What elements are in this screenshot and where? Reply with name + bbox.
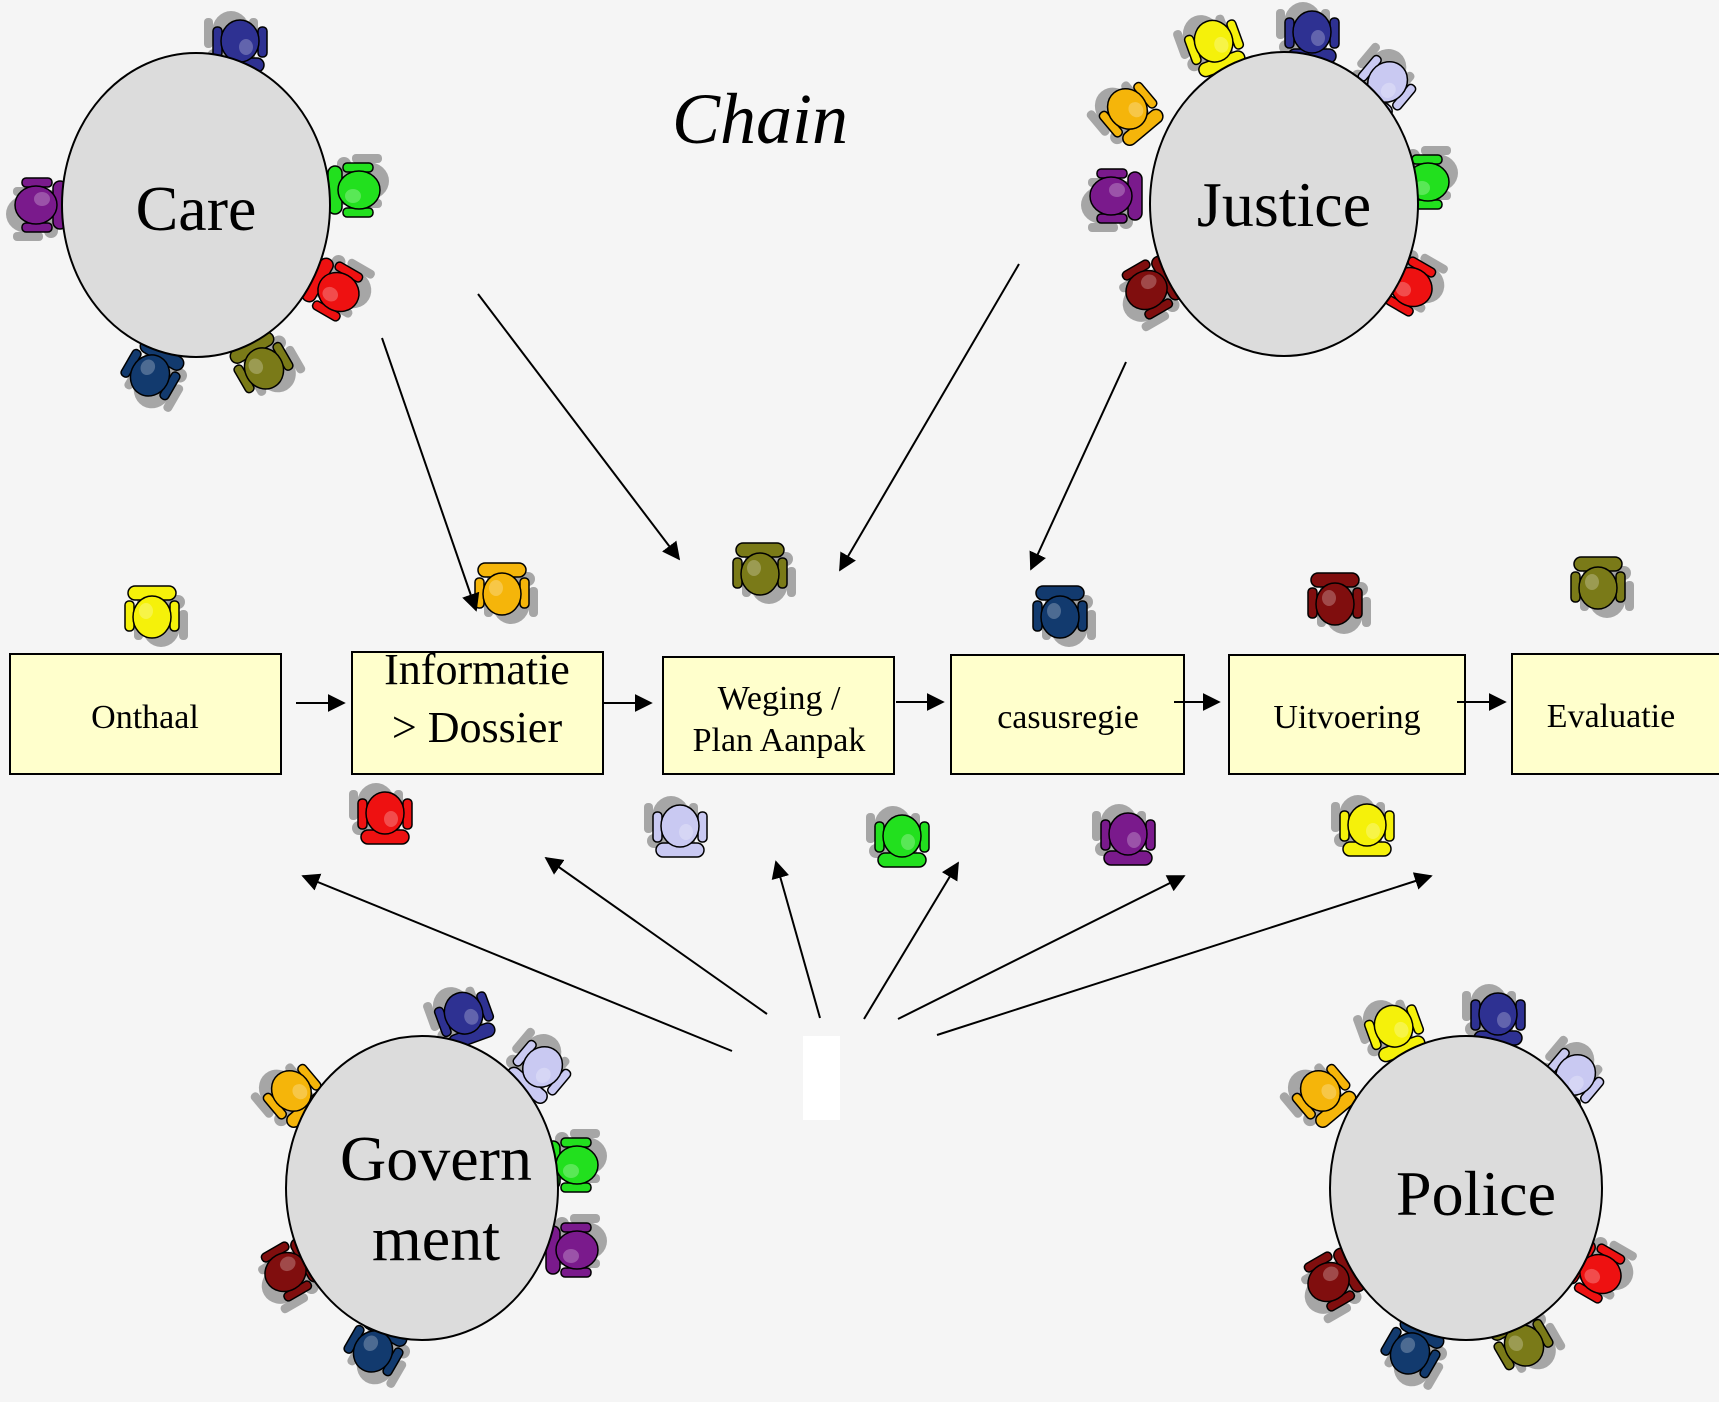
fan-arrow-uitvoering xyxy=(897,875,1186,1020)
chair-icon xyxy=(474,562,538,624)
chairs-layer xyxy=(6,2,1637,1390)
influence-arrow-care-weging xyxy=(477,293,681,561)
table-justice-label: Justice xyxy=(1197,169,1371,240)
step-informatie-dossier: Informatie > Dossier xyxy=(351,645,604,775)
chair-icon xyxy=(229,331,306,396)
chair-icon xyxy=(866,806,930,868)
chair-icon xyxy=(301,254,375,322)
chair-icon xyxy=(6,177,68,241)
chair-icon xyxy=(545,1214,607,1278)
influence-arrow-care-informatie xyxy=(381,337,480,612)
table-government-label-line1: Govern xyxy=(340,1123,532,1194)
step-uitvoering: Uitvoering xyxy=(1228,654,1466,775)
hub-node xyxy=(803,1036,840,1120)
chair-icon xyxy=(1173,14,1246,78)
chair-icon xyxy=(1092,804,1156,866)
fan-arrow-informatie xyxy=(544,856,768,1015)
chair-icon xyxy=(1396,146,1458,210)
chair-icon xyxy=(1119,255,1184,332)
chair-icon xyxy=(1086,81,1164,146)
table-police: Police xyxy=(1329,1035,1603,1341)
chair-icon xyxy=(1331,795,1395,857)
diagram-title: Chain xyxy=(672,79,848,159)
chair-icon xyxy=(1276,2,1340,64)
step-onthaal: Onthaal xyxy=(9,653,282,775)
influence-arrow-justice-weging xyxy=(839,263,1020,572)
table-care-label: Care xyxy=(136,173,257,244)
table-justice: Justice xyxy=(1149,51,1419,357)
table-government-label-line2: ment xyxy=(372,1203,500,1274)
chair-icon xyxy=(1353,999,1426,1063)
step-weging-label-line1: Weging / xyxy=(718,680,841,717)
chair-icon xyxy=(1279,1063,1357,1128)
step-casusregie: casusregie xyxy=(950,654,1185,775)
fan-arrow-casusregie xyxy=(863,861,959,1020)
step-informatie-label-line2: > Dossier xyxy=(392,703,563,752)
chair-icon xyxy=(732,542,796,604)
chair-icon xyxy=(349,783,413,845)
step-casusregie-label: casusregie xyxy=(997,699,1139,736)
fan-arrow-onthaal xyxy=(301,873,733,1052)
step-weging-label-line2: Plan Aanpak xyxy=(693,722,866,759)
step-onthaal-label: Onthaal xyxy=(91,699,199,736)
step-evaluatie: Evaluatie xyxy=(1511,653,1719,775)
table-police-label: Police xyxy=(1396,1158,1556,1229)
fan-arrow-evaluatie xyxy=(936,872,1433,1036)
step-informatie-label-line1: Informatie xyxy=(384,645,570,694)
step-weging-plan-aanpak: Weging / Plan Aanpak xyxy=(662,656,895,775)
table-government: Govern ment xyxy=(285,1035,559,1341)
chair-icon xyxy=(1307,572,1371,634)
chair-icon xyxy=(204,11,268,73)
chair-icon xyxy=(124,585,188,647)
chair-icon xyxy=(644,796,708,858)
step-uitvoering-label: Uitvoering xyxy=(1273,699,1420,736)
table-care: Care xyxy=(61,52,331,358)
chair-icon xyxy=(120,338,188,412)
influence-arrow-justice-casusregie xyxy=(1029,361,1127,571)
step-evaluatie-label: Evaluatie xyxy=(1547,698,1675,735)
chair-icon xyxy=(327,154,389,218)
chair-icon xyxy=(1301,1247,1366,1324)
chair-icon xyxy=(506,1027,572,1104)
chair-icon xyxy=(1081,168,1143,232)
chair-icon xyxy=(1570,556,1634,618)
chair-icon xyxy=(1032,585,1096,647)
fan-arrow-weging xyxy=(771,860,821,1019)
chair-icon xyxy=(1380,1316,1448,1390)
chair-icon xyxy=(423,986,496,1050)
